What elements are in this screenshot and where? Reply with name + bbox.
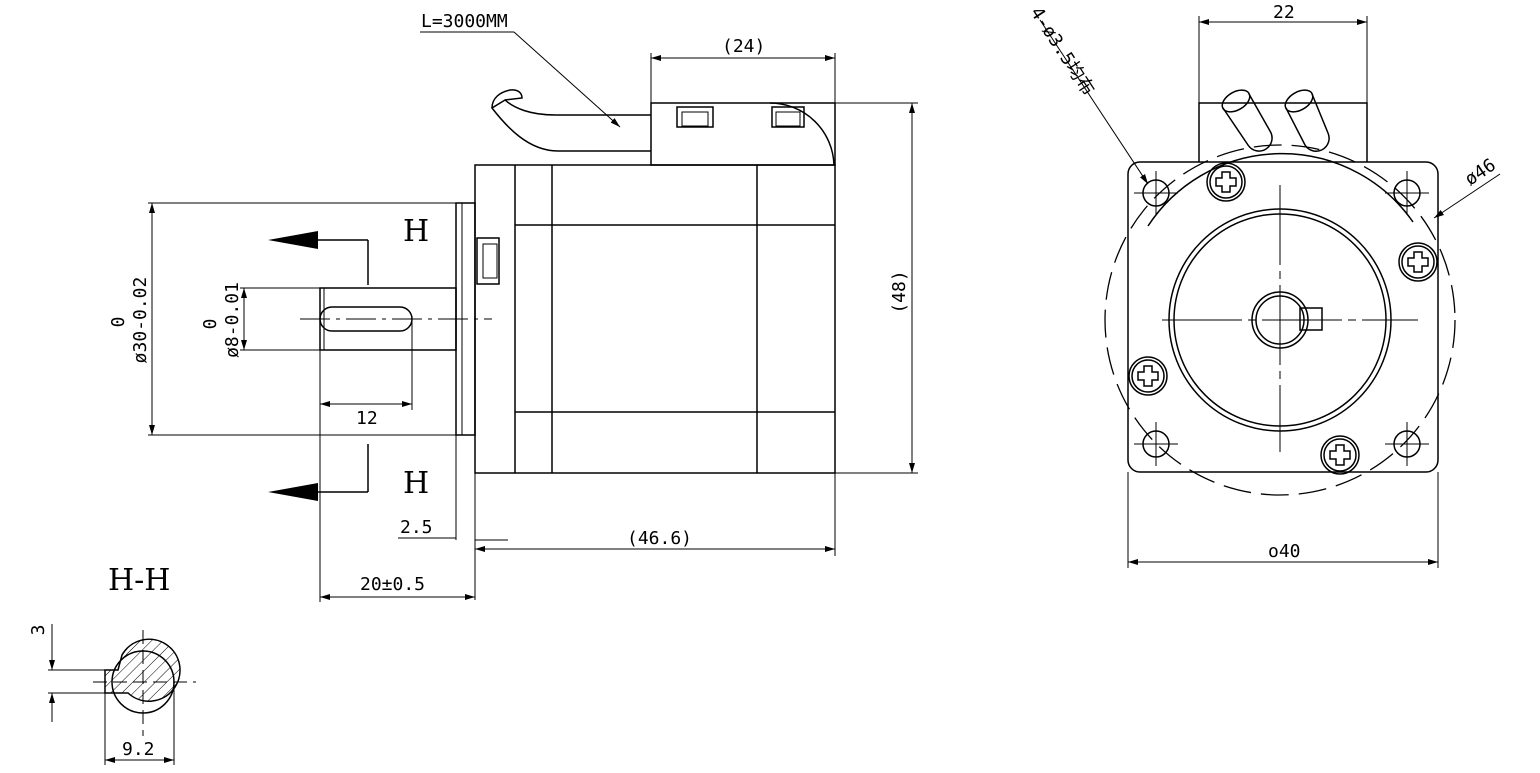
bolt-circle-leader — [1433, 173, 1501, 219]
shaft-length-label: 20±0.5 — [360, 574, 425, 595]
frame-size-label: o40 — [1268, 541, 1301, 562]
bolt-circle-callout: ø46 — [1433, 155, 1501, 219]
section-mark-bottom: H — [403, 466, 429, 501]
cable-end — [491, 89, 523, 109]
cable-tube-left — [1221, 89, 1273, 152]
connector-width-label: (24) — [722, 36, 765, 57]
flat-depth-label: 3 — [28, 625, 49, 636]
connector-slot-left — [676, 106, 714, 128]
connector-housing — [650, 102, 836, 166]
connector-slot-right — [771, 106, 805, 128]
flange-thickness-dim: 2.5 — [398, 435, 457, 540]
mount-hole-tl — [1134, 171, 1178, 215]
shaft — [319, 287, 457, 351]
section-arrow-bottom — [268, 483, 318, 501]
flange-diameter-dim: ø30-0.02 0 — [108, 202, 456, 436]
section-marks: H H — [268, 214, 429, 501]
flange-diameter-label: ø30-0.02 — [130, 277, 151, 364]
cable-tube-right — [1284, 89, 1330, 152]
screw-3 — [1128, 356, 1168, 396]
front-shaft-key — [1299, 307, 1323, 331]
flange-tol-upper: 0 — [108, 317, 129, 328]
body-height-label: (48) — [889, 270, 910, 313]
screw-1 — [1206, 162, 1246, 202]
cable-length-label: L=3000MM — [421, 11, 508, 32]
front-view — [1104, 89, 1456, 496]
shaft-length-dim: 20±0.5 — [319, 410, 475, 602]
body-height-dim: (48) — [835, 102, 918, 474]
screw-2 — [1398, 242, 1438, 282]
mount-hole-tr — [1385, 171, 1429, 215]
shaft-tol-upper: 0 — [200, 319, 221, 330]
mount-holes-label: 4-ø3.5均布 — [1026, 3, 1099, 99]
shaft-key-slot — [319, 306, 413, 332]
bolt-circle-label: ø46 — [1461, 155, 1500, 191]
cable — [490, 99, 651, 152]
frame-size-dim: o40 — [1127, 472, 1439, 568]
connector-slot-left-inner — [681, 111, 709, 127]
motor-body — [474, 164, 836, 474]
connector-width-dim: (24) — [650, 36, 836, 103]
shaft-diameter-dim: ø8-0.01 0 — [200, 282, 320, 358]
flat-length-label: 12 — [356, 408, 378, 429]
front-tab-inner — [482, 243, 498, 279]
flat-length-dim: 12 — [319, 319, 413, 429]
flange-thickness-label: 2.5 — [400, 517, 433, 538]
mount-holes-callout: 4-ø3.5均布 — [1026, 3, 1149, 185]
connector-arc — [769, 102, 835, 166]
section-arrow-top — [268, 231, 318, 249]
front-connector-housing — [1198, 102, 1368, 162]
flat-width-label: 9.2 — [122, 739, 155, 760]
front-tab — [476, 237, 500, 285]
screw-4 — [1320, 435, 1360, 475]
mount-hole-bl — [1134, 422, 1178, 466]
body-length-dim: (46.6) — [474, 473, 836, 600]
mount-holes-leader — [1039, 19, 1149, 185]
connector-slot-right-inner — [775, 111, 801, 127]
mount-hole-br — [1385, 422, 1429, 466]
top-arc — [1147, 152, 1414, 227]
cable-length-callout: L=3000MM — [420, 11, 621, 128]
section-view: H-H 3 9.2 — [28, 563, 196, 765]
cable-spacing-dim: 22 — [1198, 2, 1368, 103]
leader-line — [513, 31, 621, 128]
front-square-frame — [1127, 161, 1439, 473]
shaft-diameter-label: ø8-0.01 — [222, 282, 243, 358]
side-view — [300, 89, 836, 474]
cable-spacing-label: 22 — [1273, 2, 1295, 23]
section-mark-top: H — [403, 214, 429, 249]
section-title: H-H — [108, 563, 170, 598]
body-length-label: (46.6) — [627, 528, 692, 549]
outer-dashed-circle — [1104, 144, 1456, 496]
